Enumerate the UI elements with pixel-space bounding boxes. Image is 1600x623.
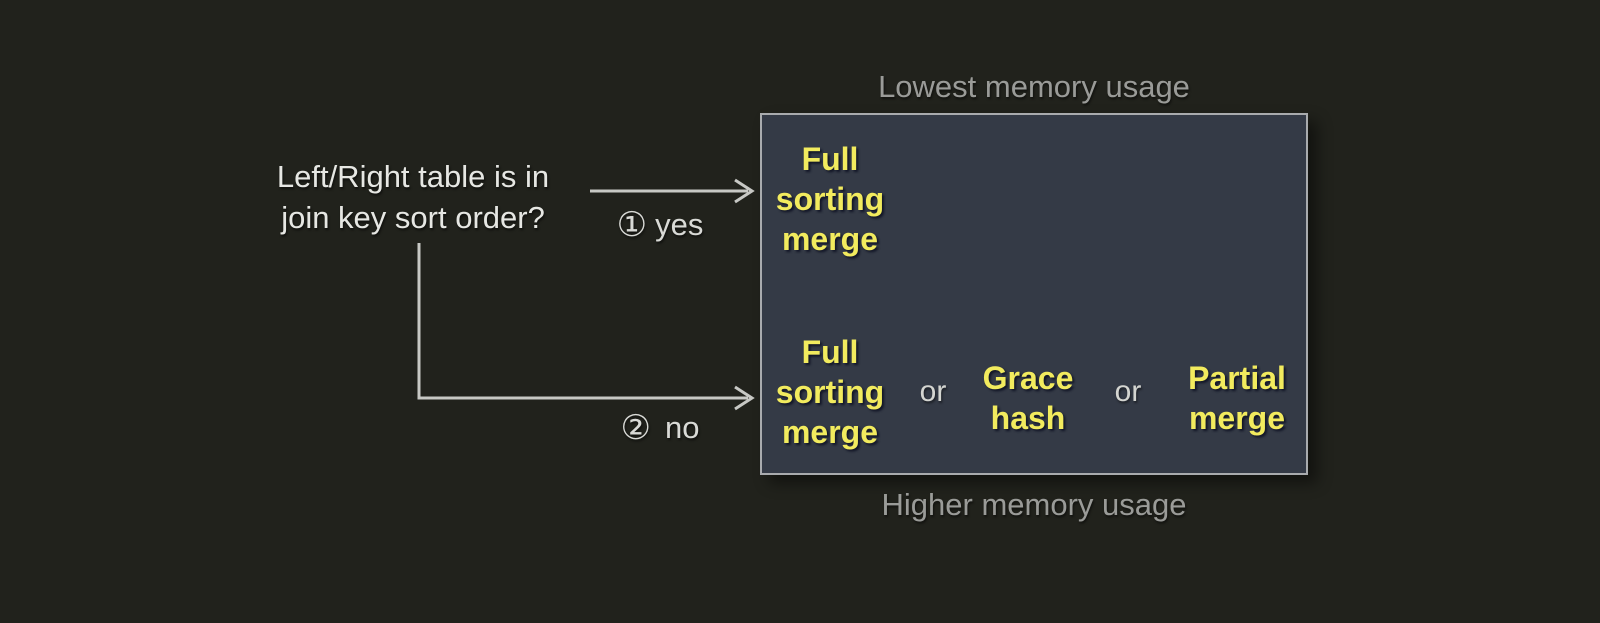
algo-line: Partial [1188, 360, 1286, 396]
algo-line: sorting [775, 181, 885, 217]
or-separator-2: or [1114, 375, 1142, 408]
algorithm-box: Full sorting merge Full sorting merge or… [760, 113, 1308, 475]
algo-line: hash [990, 400, 1066, 436]
no-text: no [665, 410, 700, 445]
question-line-2: join key sort order? [281, 200, 545, 235]
algo-grace-hash: Grace hash [953, 358, 1103, 438]
algo-line: merge [781, 414, 879, 450]
algo-line: merge [1188, 400, 1286, 436]
yes-arrow [590, 178, 755, 204]
algo-line: Full [801, 141, 859, 177]
higher-memory-label: Higher memory usage [881, 487, 1187, 522]
lowest-memory-label: Lowest memory usage [878, 69, 1190, 104]
branch-no-label: ② no [580, 407, 740, 448]
algo-line: sorting [775, 374, 885, 410]
algo-full-sorting-merge-unsorted: Full sorting merge [765, 332, 895, 452]
algo-partial-merge: Partial merge [1162, 358, 1312, 438]
algo-line: Grace [982, 360, 1074, 396]
no-elbow-arrow [417, 243, 755, 411]
question-text: Left/Right table is in join key sort ord… [230, 156, 596, 238]
question-line-1: Left/Right table is in [276, 159, 550, 194]
algo-line: Full [801, 334, 859, 370]
algo-line: merge [781, 221, 879, 257]
yes-text: yes [655, 207, 704, 242]
or-separator-1: or [919, 375, 947, 408]
algo-full-sorting-merge-sorted: Full sorting merge [765, 139, 895, 259]
circled-two-icon: ② [620, 409, 651, 447]
circled-one-icon: ① [616, 206, 648, 244]
